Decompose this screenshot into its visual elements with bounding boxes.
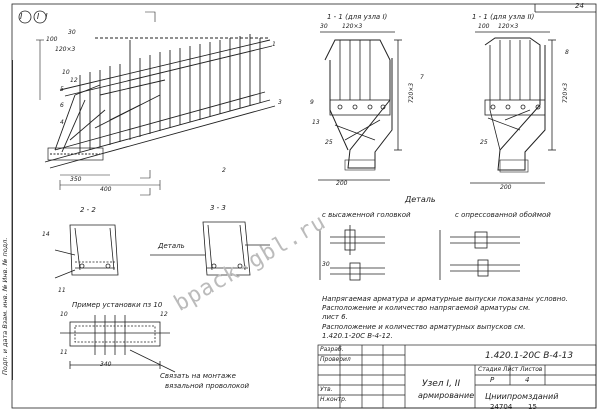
doc-code: 1.420.1-20С В-4-13 — [485, 351, 574, 361]
section-2-2 — [54, 224, 119, 279]
pos-1: 1 — [272, 41, 276, 48]
detail-title: Деталь — [405, 195, 436, 204]
page-number: 24 — [575, 2, 584, 10]
note-line-5: 1.420.1-20С В-4-12. — [322, 332, 393, 340]
dim-350: 350 — [70, 176, 82, 183]
note-line-3: лист 6. — [322, 313, 348, 321]
section-3-3 — [150, 221, 270, 276]
dim-30-a: 30 — [320, 23, 328, 30]
detail-a-title: с высаженной головкой — [322, 211, 411, 219]
section-1-1-node-I — [318, 31, 402, 181]
pos-14: 14 — [42, 231, 50, 238]
detail-b-title: с опрессованной обоймой — [455, 211, 551, 219]
pos-7-a: 7 — [420, 74, 424, 81]
dim-120x3-main: 120×3 — [55, 46, 76, 53]
pos-5: 5 — [60, 86, 64, 93]
stage-header: Стадия Лист Листов — [478, 366, 543, 373]
dim-100-main: 100 — [46, 36, 58, 43]
node-marks-label: I II — [20, 12, 54, 21]
detail-upset-head — [319, 225, 385, 281]
pos-3: 3 — [278, 99, 282, 106]
title-line-1: Узел I, II — [422, 379, 461, 389]
side-stamp-text: Подп. и дата Взам. инв. № Инв. № подл. — [1, 237, 9, 375]
tb-row-2: Проверил — [320, 356, 351, 363]
note-line-4: Расположение и количество арматурных вып… — [322, 323, 526, 331]
install-title: Пример установки пз 10 — [72, 301, 163, 309]
dim-30-det: 30 — [322, 261, 330, 268]
install-example — [60, 315, 176, 373]
node-mark-I — [18, 10, 32, 24]
pos-13: 13 — [312, 119, 320, 126]
pos-8-b: 8 — [565, 49, 569, 56]
dim-200-a: 200 — [336, 180, 348, 187]
tie-note-line2: вязальной проволокой — [165, 382, 250, 390]
detail-small-title: Деталь — [158, 242, 185, 250]
archive-suffix: 15 — [528, 403, 537, 411]
note-line-1: Напрягаемая арматура и арматурные выпуск… — [322, 295, 568, 303]
stage-value: P — [490, 376, 495, 384]
tb-row-1: Разраб. — [320, 346, 344, 353]
dim-120x3-b: 120×3 — [498, 23, 519, 30]
pos-2: 2 — [222, 167, 226, 174]
pos-4: 4 — [60, 119, 64, 126]
section-1-1-node-II — [470, 31, 556, 184]
detail-pressed-sleeve — [439, 230, 520, 280]
tie-note-line1: Связать на монтаже — [160, 372, 236, 380]
section-title-1-1-node-I: 1 - 1 (для узла I) — [327, 13, 388, 21]
section-title-1-1-node-II: 1 - 1 (для узла II) — [472, 13, 535, 21]
dim-720x3-b: 720×3 — [562, 82, 570, 104]
tb-row-3: Н.контр. — [320, 396, 347, 403]
dim-200-b: 200 — [500, 184, 512, 191]
pos-11: 11 — [58, 287, 66, 294]
section-title-3-3: 3 - 3 — [210, 204, 226, 212]
dim-400: 400 — [100, 186, 112, 193]
tb-row-4: Утв. — [320, 386, 333, 393]
pos-12-install: 12 — [160, 311, 168, 318]
pos-9-a: 9 — [310, 99, 314, 106]
main-cage-view — [44, 34, 276, 169]
dim-25-a: 25 — [325, 139, 333, 146]
pos-10: 10 — [62, 69, 70, 76]
title-block — [317, 344, 597, 409]
sheet-no: 4 — [525, 376, 530, 384]
sheet-frame — [11, 3, 597, 409]
dim-100-b: 100 — [478, 23, 490, 30]
note-line-2: Расположение и количество напрягаемой ар… — [322, 304, 531, 312]
side-stamp-frame — [0, 60, 13, 380]
dim-340: 340 — [100, 361, 112, 368]
archive-number: 24704 — [490, 403, 513, 411]
organization: Цниипромзданий — [485, 392, 559, 401]
pos-6: 6 — [60, 102, 64, 109]
dim-25-b: 25 — [480, 139, 488, 146]
pos-12: 12 — [70, 77, 78, 84]
section-title-2-2: 2 - 2 — [80, 206, 96, 214]
dim-120x3-a: 120×3 — [342, 23, 363, 30]
main-dims — [36, 11, 161, 196]
title-line-2: армирование — [418, 391, 475, 400]
dim-720x3-a: 720×3 — [408, 82, 416, 104]
pos-10-install: 10 — [60, 311, 68, 318]
pos-11-install: 11 — [60, 349, 68, 356]
dim-30-main: 30 — [68, 29, 76, 36]
node-mark-II — [33, 10, 47, 24]
